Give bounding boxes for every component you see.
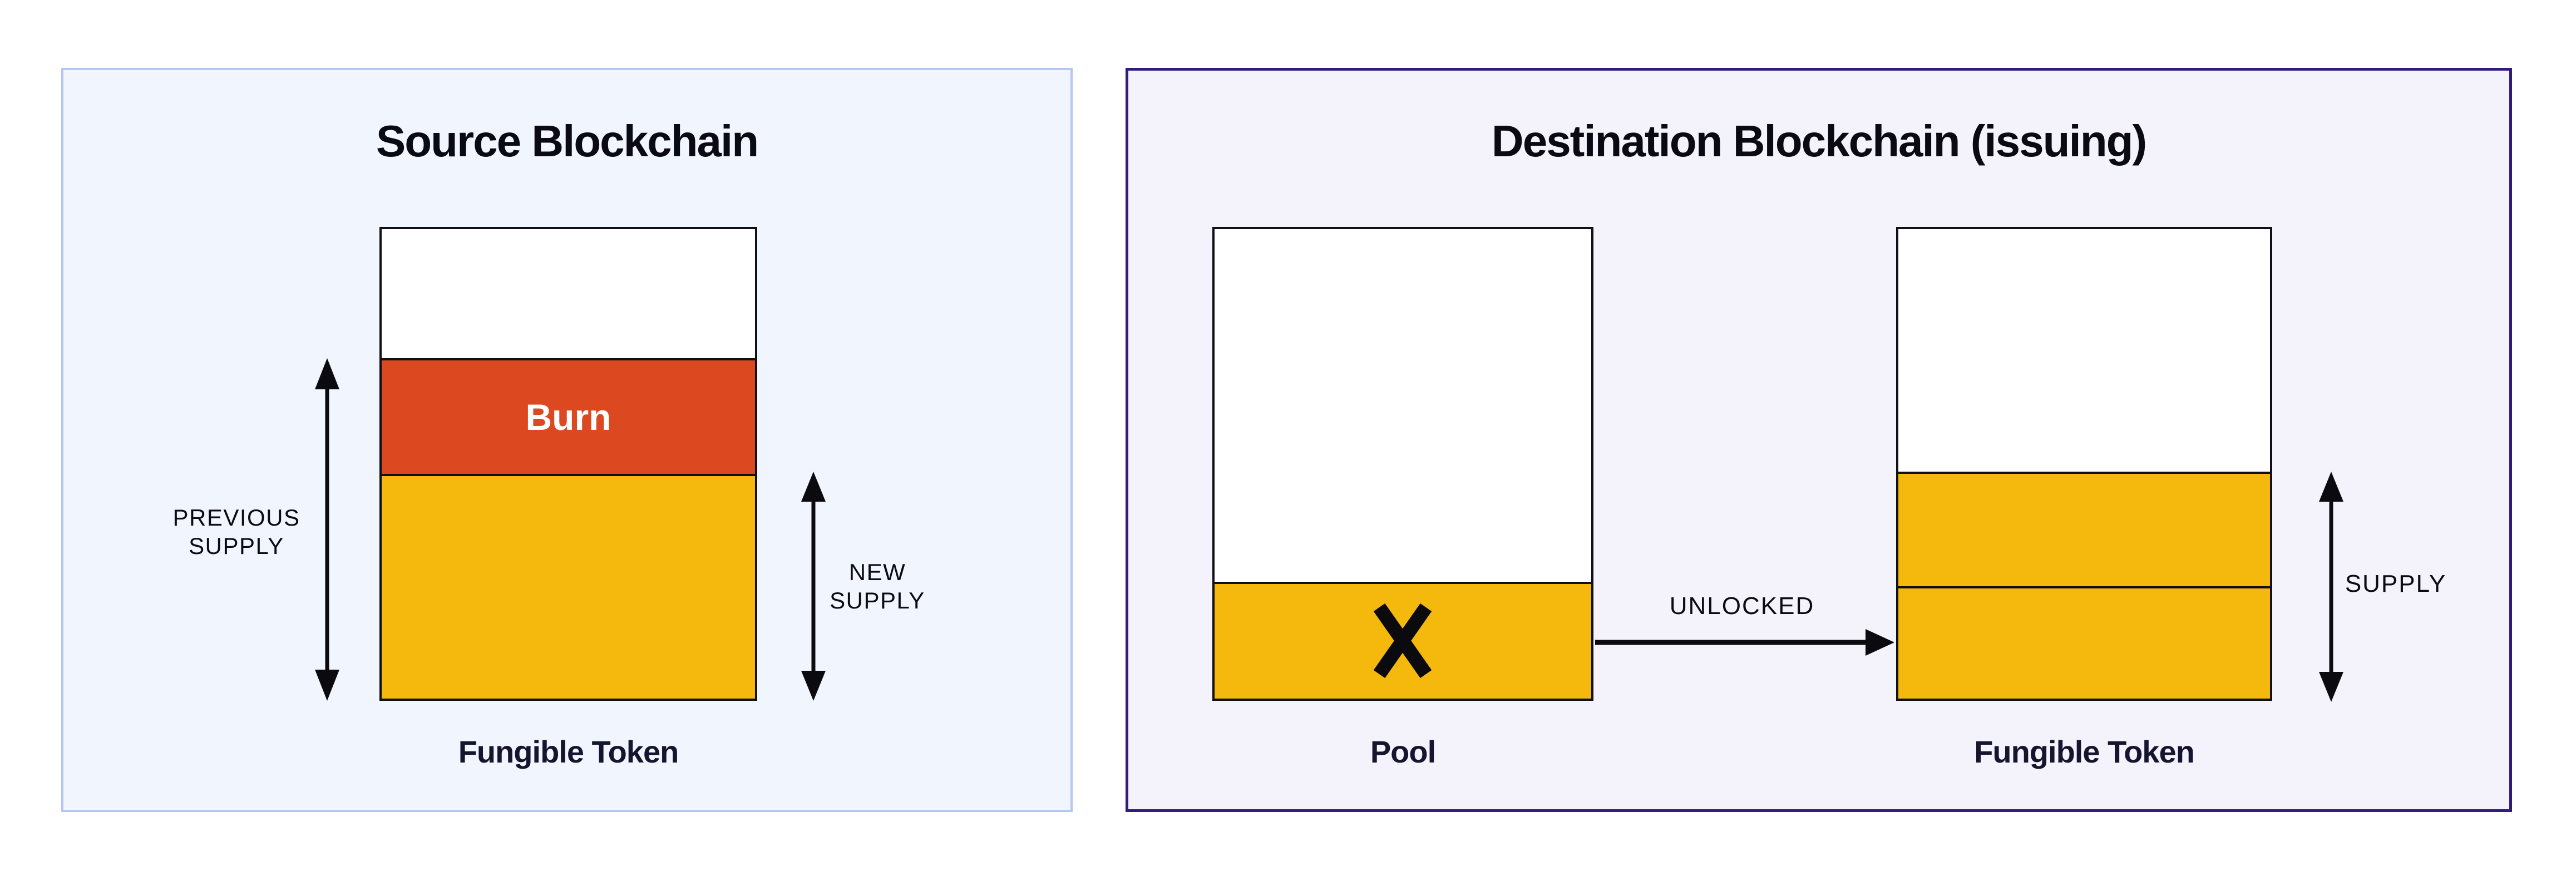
source-bar-burn-section: Burn bbox=[382, 358, 755, 474]
new-supply-label: NEW SUPPLY bbox=[788, 558, 966, 615]
source-bar-supply-section bbox=[382, 474, 755, 699]
token-supply-lower-section bbox=[1898, 586, 2270, 699]
new-supply-label-line1: NEW bbox=[848, 559, 906, 585]
pool-empty-section bbox=[1215, 229, 1591, 582]
previous-supply-label-line1: PREVIOUS bbox=[172, 504, 300, 531]
destination-panel-title: Destination Blockchain (issuing) bbox=[1491, 116, 2147, 166]
supply-arrow-icon bbox=[2319, 472, 2343, 702]
burned-cross-icon bbox=[1373, 603, 1432, 679]
destination-token-bar bbox=[1896, 227, 2272, 701]
burn-label: Burn bbox=[525, 397, 611, 438]
source-bar-empty-section bbox=[382, 229, 755, 358]
source-token-bar: Burn bbox=[379, 227, 757, 701]
previous-supply-label-line2: SUPPLY bbox=[189, 533, 284, 560]
new-supply-arrow-icon bbox=[801, 472, 826, 701]
token-supply-upper-section bbox=[1898, 472, 2270, 586]
previous-supply-label: PREVIOUS SUPPLY bbox=[147, 503, 325, 560]
token-empty-section bbox=[1898, 229, 2270, 472]
source-panel-title: Source Blockchain bbox=[376, 116, 759, 166]
pool-bar bbox=[1212, 227, 1593, 701]
token-caption: Fungible Token bbox=[1974, 734, 2195, 769]
pool-caption: Pool bbox=[1370, 734, 1436, 769]
unlocked-arrow-icon bbox=[1595, 629, 1894, 656]
source-bar-caption: Fungible Token bbox=[458, 734, 679, 769]
unlocked-label: UNLOCKED bbox=[1669, 592, 1815, 620]
supply-label: SUPPLY bbox=[2345, 570, 2447, 597]
previous-supply-arrow-icon bbox=[315, 358, 339, 701]
new-supply-label-line2: SUPPLY bbox=[830, 587, 925, 614]
